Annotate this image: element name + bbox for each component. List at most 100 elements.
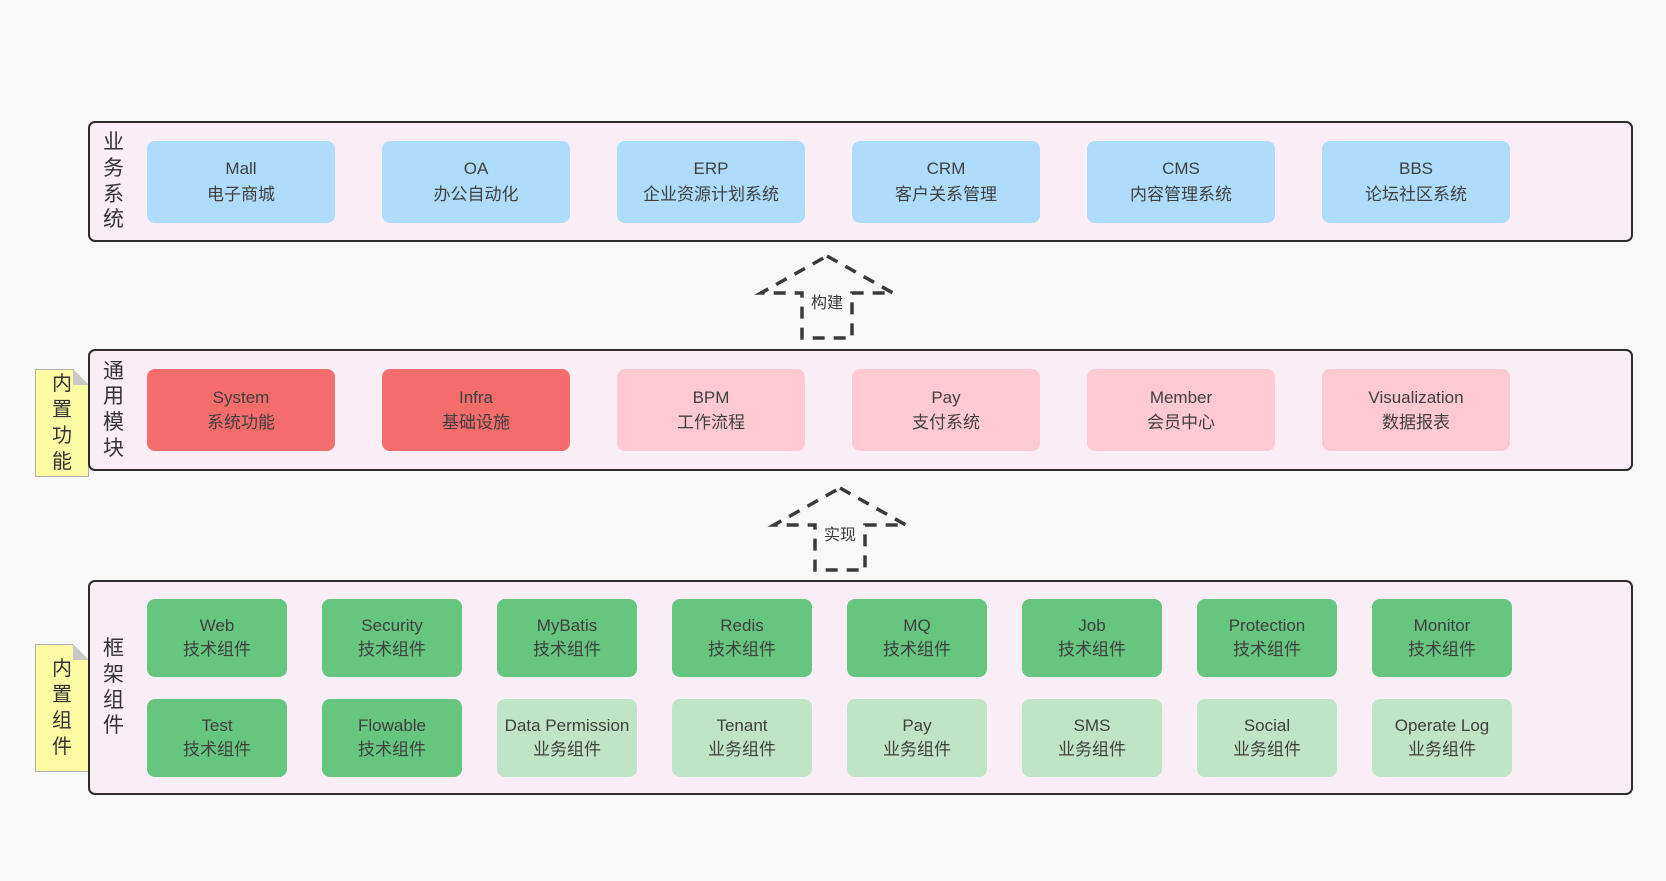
band-common-modules: 通用模块 System 系统功能 Infra 基础设施 BPM 工作流程 Pay… (88, 349, 1633, 471)
sticky-built-in-features: 内置功能 (35, 369, 89, 477)
box-web: Web 技术组件 (147, 598, 287, 677)
box-mybatis-title: MyBatis (536, 615, 598, 635)
module-boxes-row: System 系统功能 Infra 基础设施 BPM 工作流程 Pay 支付系统… (147, 369, 1510, 451)
box-job-subtitle: 技术组件 (1058, 639, 1126, 659)
box-mq-title: MQ (903, 615, 931, 635)
box-cms: CMS 内容管理系统 (1087, 140, 1275, 223)
box-flowable-subtitle: 技术组件 (358, 739, 426, 759)
band-modules-label: 通用模块 (103, 359, 124, 460)
box-infra-title: Infra (458, 387, 494, 407)
box-redis: Redis 技术组件 (672, 598, 812, 677)
box-job-title: Job (1078, 615, 1106, 635)
band-business-label: 业务系统 (103, 131, 124, 232)
band-framework-components: 框架组件 Web 技术组件 Security 技术组件 MyBatis 技术组件… (88, 580, 1633, 795)
component-row-2: Test 技术组件 Flowable 技术组件 Data Permission … (147, 698, 1512, 777)
box-test-title: Test (201, 715, 233, 735)
box-pay-module-subtitle: 支付系统 (912, 413, 980, 432)
box-mall-title: Mall (225, 159, 257, 178)
sticky-built-in-features-label: 内置功能 (52, 373, 72, 473)
box-security-subtitle: 技术组件 (358, 639, 426, 659)
box-flowable: Flowable 技术组件 (322, 698, 462, 777)
box-infra-subtitle: 基础设施 (442, 413, 510, 432)
box-security: Security 技术组件 (322, 598, 462, 677)
arrow-implement-label: 实现 (819, 520, 861, 546)
box-bbs-subtitle: 论坛社区系统 (1365, 184, 1467, 204)
box-flowable-title: Flowable (357, 715, 427, 735)
box-web-title: Web (199, 615, 235, 635)
box-pay-module: Pay 支付系统 (852, 369, 1040, 451)
box-member-title: Member (1149, 387, 1213, 407)
box-operate-log-title: Operate Log (1394, 715, 1490, 735)
box-protection-subtitle: 技术组件 (1233, 639, 1301, 659)
box-sms: SMS 业务组件 (1022, 698, 1162, 777)
box-redis-subtitle: 技术组件 (708, 639, 776, 659)
box-pay-module-title: Pay (931, 387, 961, 407)
box-oa-title: OA (463, 159, 489, 178)
box-operate-log: Operate Log 业务组件 (1372, 698, 1512, 777)
box-visualization-title: Visualization (1368, 387, 1464, 407)
box-member-subtitle: 会员中心 (1147, 413, 1215, 432)
box-erp: ERP 企业资源计划系统 (617, 140, 805, 223)
sticky-built-in-components-label: 内置组件 (52, 658, 72, 758)
box-monitor-subtitle: 技术组件 (1408, 639, 1476, 659)
component-row-1: Web 技术组件 Security 技术组件 MyBatis 技术组件 Redi… (147, 598, 1512, 677)
box-protection-title: Protection (1228, 615, 1306, 635)
box-test-subtitle: 技术组件 (183, 739, 251, 759)
box-crm-subtitle: 客户关系管理 (895, 184, 997, 204)
box-mybatis-subtitle: 技术组件 (533, 639, 601, 659)
box-tenant-subtitle: 业务组件 (708, 739, 776, 759)
box-mq: MQ 技术组件 (847, 598, 987, 677)
box-web-subtitle: 技术组件 (183, 639, 251, 659)
box-monitor: Monitor 技术组件 (1372, 598, 1512, 677)
box-security-title: Security (361, 615, 423, 635)
box-redis-title: Redis (720, 615, 764, 635)
sticky-built-in-components: 内置组件 (35, 644, 89, 772)
box-bpm-subtitle: 工作流程 (677, 413, 745, 432)
box-system-title: System (212, 387, 270, 407)
box-tenant: Tenant 业务组件 (672, 698, 812, 777)
box-tenant-title: Tenant (716, 715, 768, 735)
box-pay-component: Pay 业务组件 (847, 698, 987, 777)
box-bpm-title: BPM (692, 387, 730, 407)
box-crm: CRM 客户关系管理 (852, 140, 1040, 223)
arrow-implement-icon: 实现 (765, 484, 915, 574)
box-social: Social 业务组件 (1197, 698, 1337, 777)
box-system: System 系统功能 (147, 369, 335, 451)
box-data-permission-title: Data Permission (504, 715, 630, 735)
box-mall-subtitle: 电子商城 (207, 184, 275, 204)
box-bpm: BPM 工作流程 (617, 369, 805, 451)
box-social-subtitle: 业务组件 (1233, 739, 1301, 759)
box-cms-title: CMS (1162, 159, 1200, 178)
box-oa: OA 办公自动化 (382, 140, 570, 223)
box-bbs: BBS 论坛社区系统 (1322, 140, 1510, 223)
band-components-label: 框架组件 (103, 637, 124, 738)
box-system-subtitle: 系统功能 (207, 413, 275, 432)
arrow-build-label: 构建 (806, 288, 848, 314)
box-mybatis: MyBatis 技术组件 (497, 598, 637, 677)
band-business-systems: 业务系统 Mall 电子商城 OA 办公自动化 ERP 企业资源计划系统 CRM… (88, 121, 1633, 242)
box-infra: Infra 基础设施 (382, 369, 570, 451)
box-erp-subtitle: 企业资源计划系统 (643, 184, 779, 204)
box-cms-subtitle: 内容管理系统 (1130, 184, 1232, 204)
box-pay-component-subtitle: 业务组件 (883, 739, 951, 759)
box-data-permission-subtitle: 业务组件 (533, 739, 601, 759)
component-rows: Web 技术组件 Security 技术组件 MyBatis 技术组件 Redi… (147, 598, 1512, 777)
box-monitor-title: Monitor (1413, 615, 1471, 635)
box-visualization-subtitle: 数据报表 (1382, 413, 1450, 432)
business-boxes-row: Mall 电子商城 OA 办公自动化 ERP 企业资源计划系统 CRM 客户关系… (147, 140, 1510, 223)
box-pay-component-title: Pay (902, 715, 932, 735)
box-sms-subtitle: 业务组件 (1058, 739, 1126, 759)
box-mall: Mall 电子商城 (147, 140, 335, 223)
box-protection: Protection 技术组件 (1197, 598, 1337, 677)
box-visualization: Visualization 数据报表 (1322, 369, 1510, 451)
box-social-title: Social (1243, 715, 1291, 735)
box-oa-subtitle: 办公自动化 (433, 184, 519, 204)
box-crm-title: CRM (926, 159, 966, 178)
box-job: Job 技术组件 (1022, 598, 1162, 677)
box-erp-title: ERP (693, 159, 729, 178)
box-bbs-title: BBS (1398, 159, 1434, 178)
box-mq-subtitle: 技术组件 (883, 639, 951, 659)
box-sms-title: SMS (1073, 715, 1111, 735)
box-member: Member 会员中心 (1087, 369, 1275, 451)
box-test: Test 技术组件 (147, 698, 287, 777)
